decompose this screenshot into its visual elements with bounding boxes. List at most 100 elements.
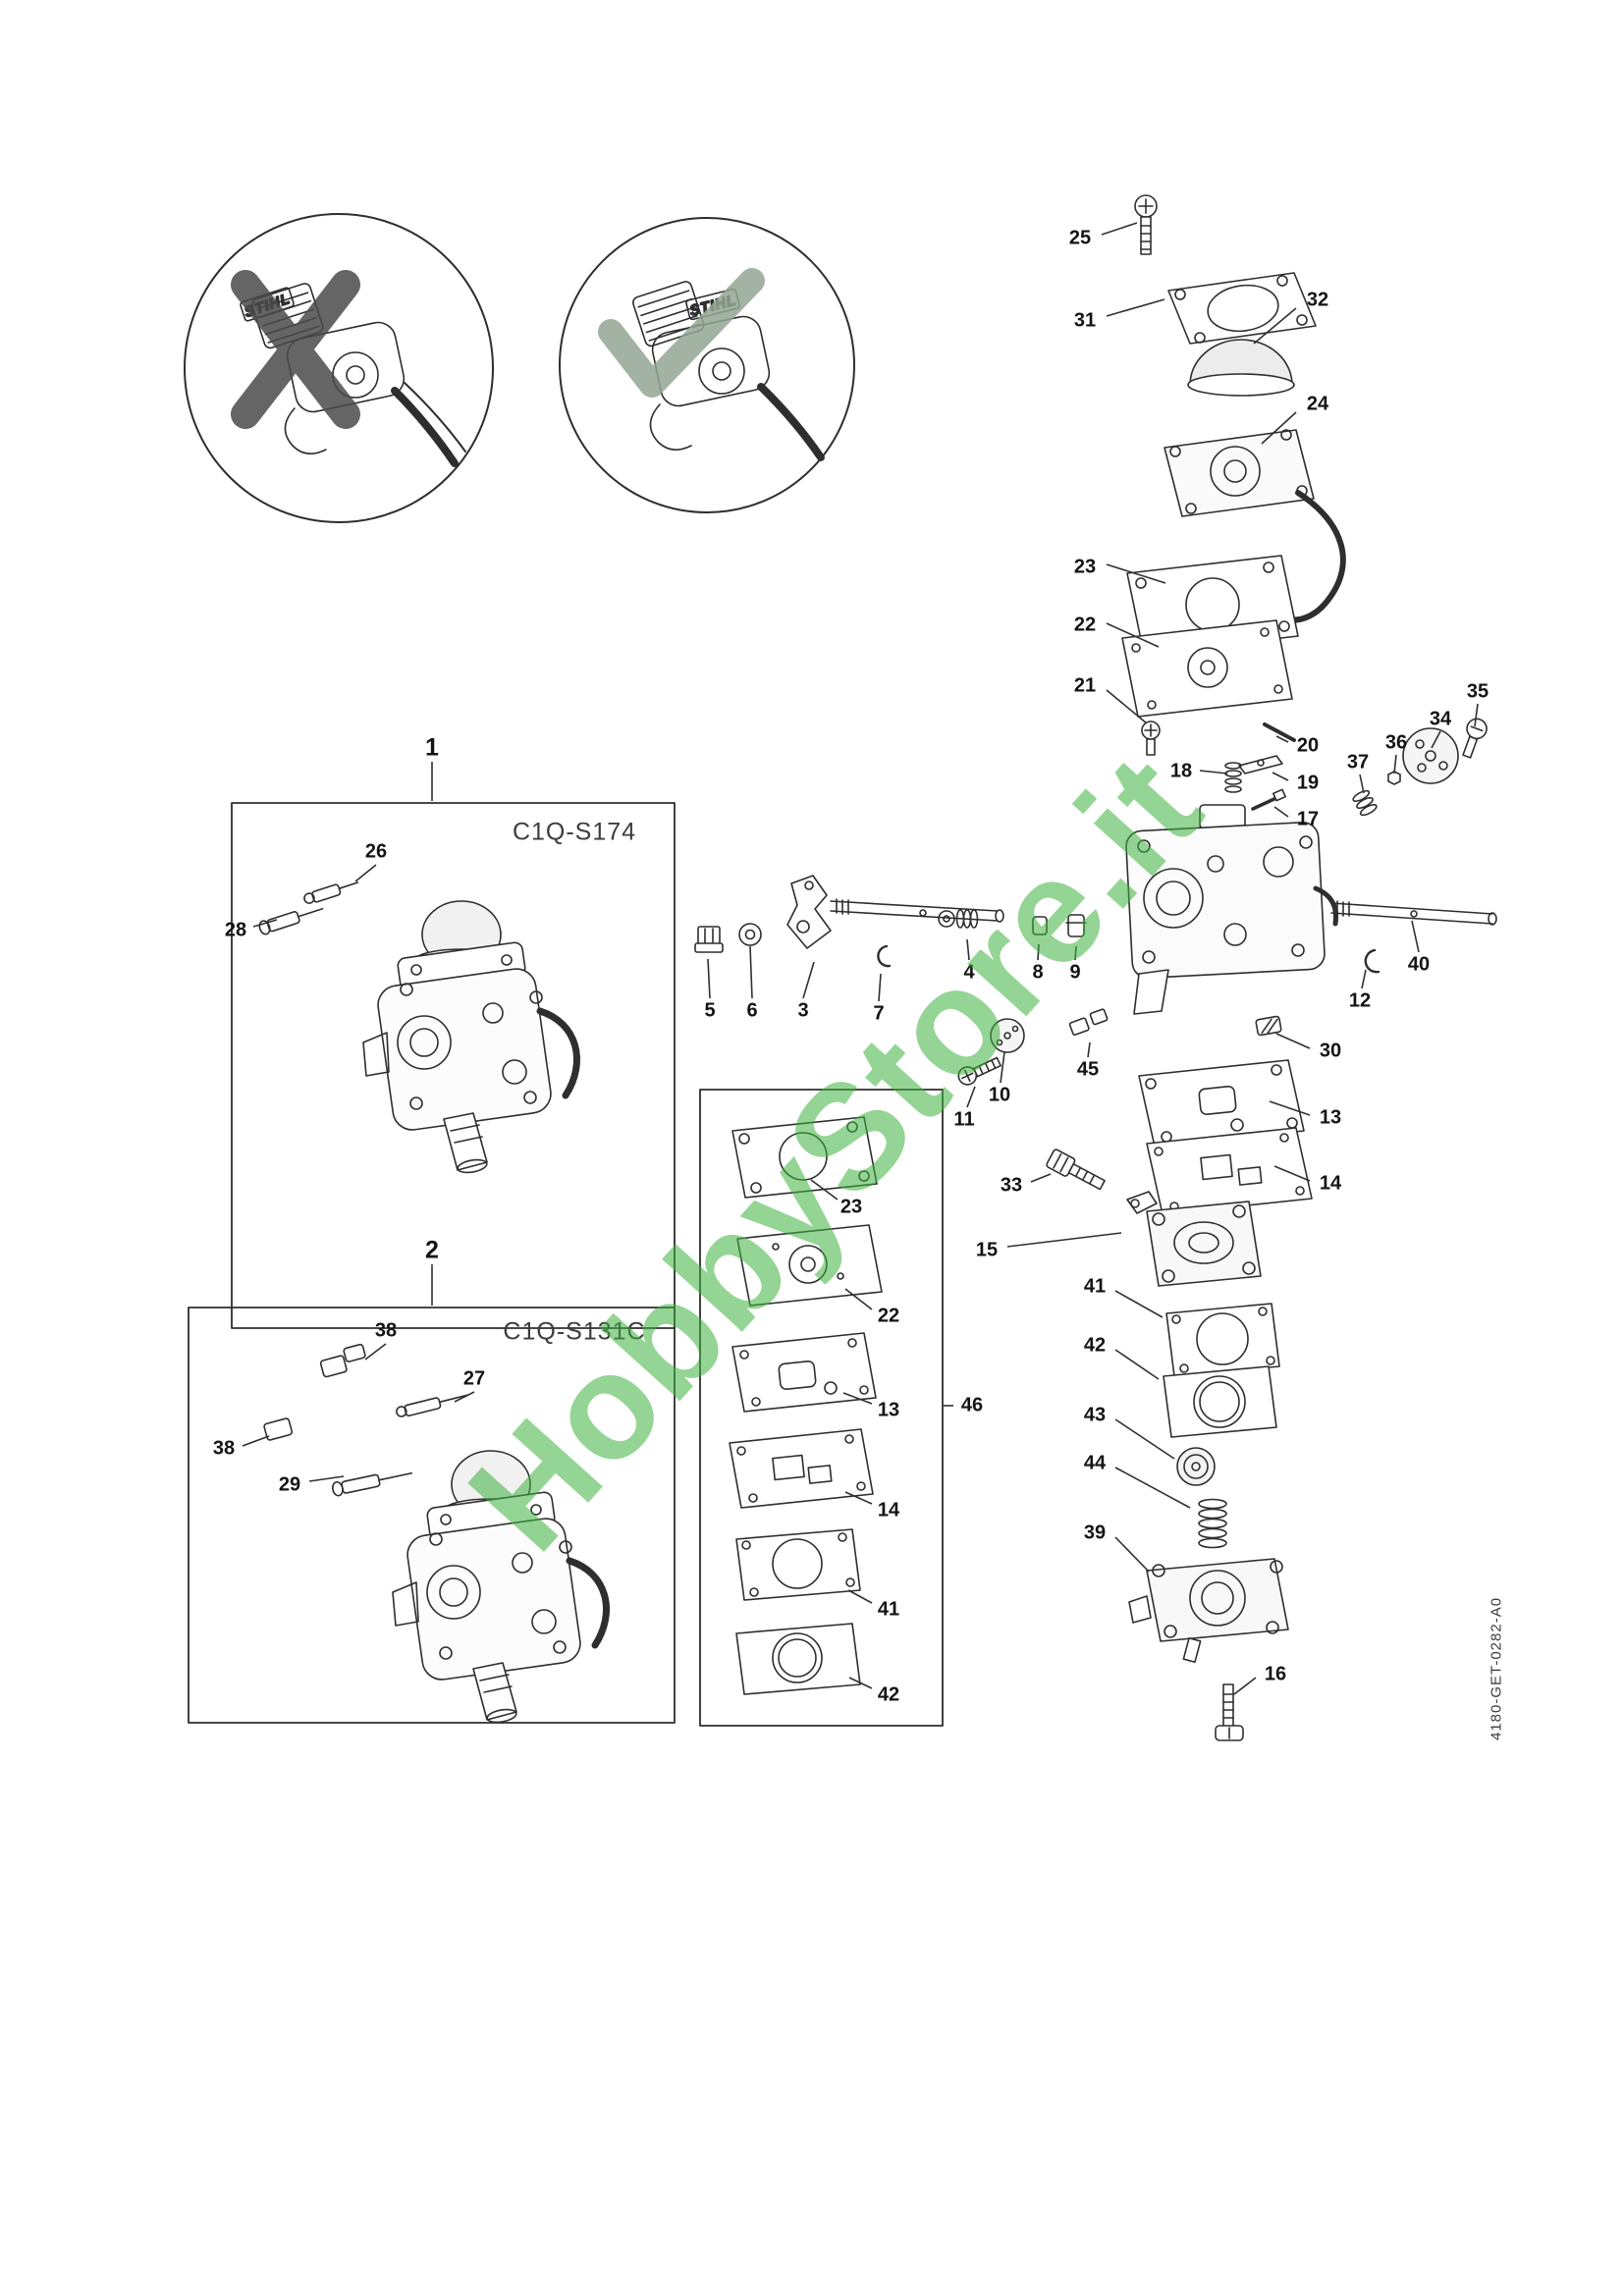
leader-line-17: [1273, 806, 1289, 818]
leader-line-26: [354, 864, 377, 882]
part-17-inlet-needle: [1251, 788, 1286, 811]
leader-line-13: [1269, 1100, 1311, 1116]
part-44-spring: [1198, 1498, 1227, 1549]
part-29-needle: [332, 1471, 413, 1497]
leader-line-20: [1275, 735, 1289, 743]
part-41-gasket-right: [1165, 1303, 1280, 1377]
leader-line-23: [810, 1179, 839, 1201]
leader-line-42: [1114, 1349, 1160, 1380]
part-32-primer-bulb: [1187, 339, 1295, 397]
leader-line-28: [252, 919, 278, 928]
leader-line-29: [308, 1475, 345, 1482]
detail-box-1: [231, 802, 676, 1329]
part-22-diaphragm: [1121, 619, 1293, 718]
part-7-clip: [877, 944, 892, 968]
leader-line-15: [1006, 1232, 1122, 1248]
leader-line-18: [1199, 770, 1228, 774]
part-11-screw: [957, 1056, 1001, 1086]
part-37-spring: [1352, 789, 1378, 817]
part-30-plug: [1255, 1015, 1282, 1037]
leader-line-23: [1106, 563, 1166, 584]
leader-line-41: [847, 1589, 873, 1604]
leader-line-38: [242, 1435, 270, 1447]
leader-line-25: [1101, 222, 1138, 236]
leader-line-43: [1114, 1418, 1175, 1460]
part-39-pump-cover: [1128, 1558, 1289, 1663]
leader-line-9: [1074, 945, 1077, 961]
part-8-bushing: [1032, 916, 1048, 935]
part-43-valve-disc: [1176, 1447, 1216, 1486]
part-35-screw: [1462, 718, 1488, 759]
leader-line-12: [1361, 969, 1367, 989]
part-42-gasket-right: [1163, 1365, 1277, 1438]
leader-line-41: [1114, 1290, 1164, 1318]
leader-line-11: [966, 1086, 976, 1108]
part-45-plugs: [1068, 1008, 1109, 1036]
leader-line-35: [1474, 703, 1479, 727]
stack-part-41-gasket: [735, 1528, 861, 1601]
part-38-plugs: [319, 1343, 366, 1378]
leader-line-42: [848, 1677, 873, 1689]
leader-line-21: [1106, 689, 1148, 724]
part-3-lever-shaft: [786, 875, 1004, 949]
part-26-needle: [303, 881, 359, 904]
detail-box-2: [188, 1307, 676, 1724]
stack-part-14-gasket: [729, 1428, 874, 1509]
leader-line-45: [1087, 1041, 1091, 1058]
leader-line-10: [1000, 1051, 1005, 1084]
part-21-screw: [1141, 721, 1161, 756]
carburetor-model-1: C1Q-S174: [512, 818, 637, 846]
leader-line-36: [1393, 754, 1397, 774]
part-38b-plug: [263, 1417, 294, 1441]
leader-line-34: [1431, 730, 1441, 749]
carburetor-2-drawing: [392, 1450, 610, 1724]
leader-line-40: [1411, 920, 1420, 953]
part-27-needle: [396, 1394, 469, 1417]
part-16-screw: [1215, 1683, 1244, 1741]
part-34-disc: [1402, 727, 1459, 784]
part-12-clip: [1364, 948, 1380, 974]
leader-line-5: [707, 958, 711, 999]
part-13-diaphragm-right: [1138, 1059, 1305, 1148]
correct-usage-illustration: STIHL: [559, 217, 855, 513]
leader-line-32: [1253, 307, 1297, 345]
leader-line-22: [1106, 622, 1160, 648]
leader-line-44: [1114, 1467, 1191, 1509]
carburetor-model-2: C1Q-S131C: [503, 1317, 646, 1346]
part-19-lever: [1238, 755, 1283, 774]
leader-line-19: [1272, 772, 1289, 781]
leader-line-33: [1030, 1173, 1052, 1183]
doc-code: 4180-GET-0282-A0: [1488, 1596, 1505, 1741]
part-6-washer: [738, 923, 762, 946]
carburetor-body-main: [1125, 804, 1339, 1015]
part-9-bushing: [1065, 914, 1087, 937]
wrong-usage-illustration: STIHL: [184, 213, 494, 523]
leader-line-16: [1233, 1677, 1257, 1695]
part-33-screw: [1046, 1148, 1106, 1191]
stack-part-22-diaphragm: [736, 1224, 883, 1307]
leader-line-7: [878, 973, 882, 1002]
leader-line-13: [842, 1392, 873, 1405]
carburetor-1-drawing: [362, 900, 580, 1174]
part-31-retainer-plate: [1167, 272, 1317, 345]
part-14-gasket-right: [1146, 1127, 1313, 1215]
leader-line-37: [1359, 774, 1365, 794]
leader-line-8: [1037, 943, 1040, 961]
part-40-shaft: [1330, 900, 1497, 926]
part-4-spring: [938, 909, 979, 929]
part-25-screw: [1134, 194, 1158, 255]
leader-line-31: [1106, 298, 1165, 317]
leader-line-14: [1273, 1165, 1311, 1182]
stack-part-23-gasket: [731, 1116, 878, 1199]
part-20-pin: [1263, 722, 1296, 742]
part-36-nut: [1387, 771, 1401, 785]
part-28-needle: [258, 907, 324, 935]
x-mark-icon: [231, 270, 360, 429]
leader-line-14: [844, 1491, 873, 1505]
leader-line-38: [364, 1343, 387, 1361]
check-mark-icon: [598, 268, 765, 398]
part-5-nut: [694, 926, 724, 953]
